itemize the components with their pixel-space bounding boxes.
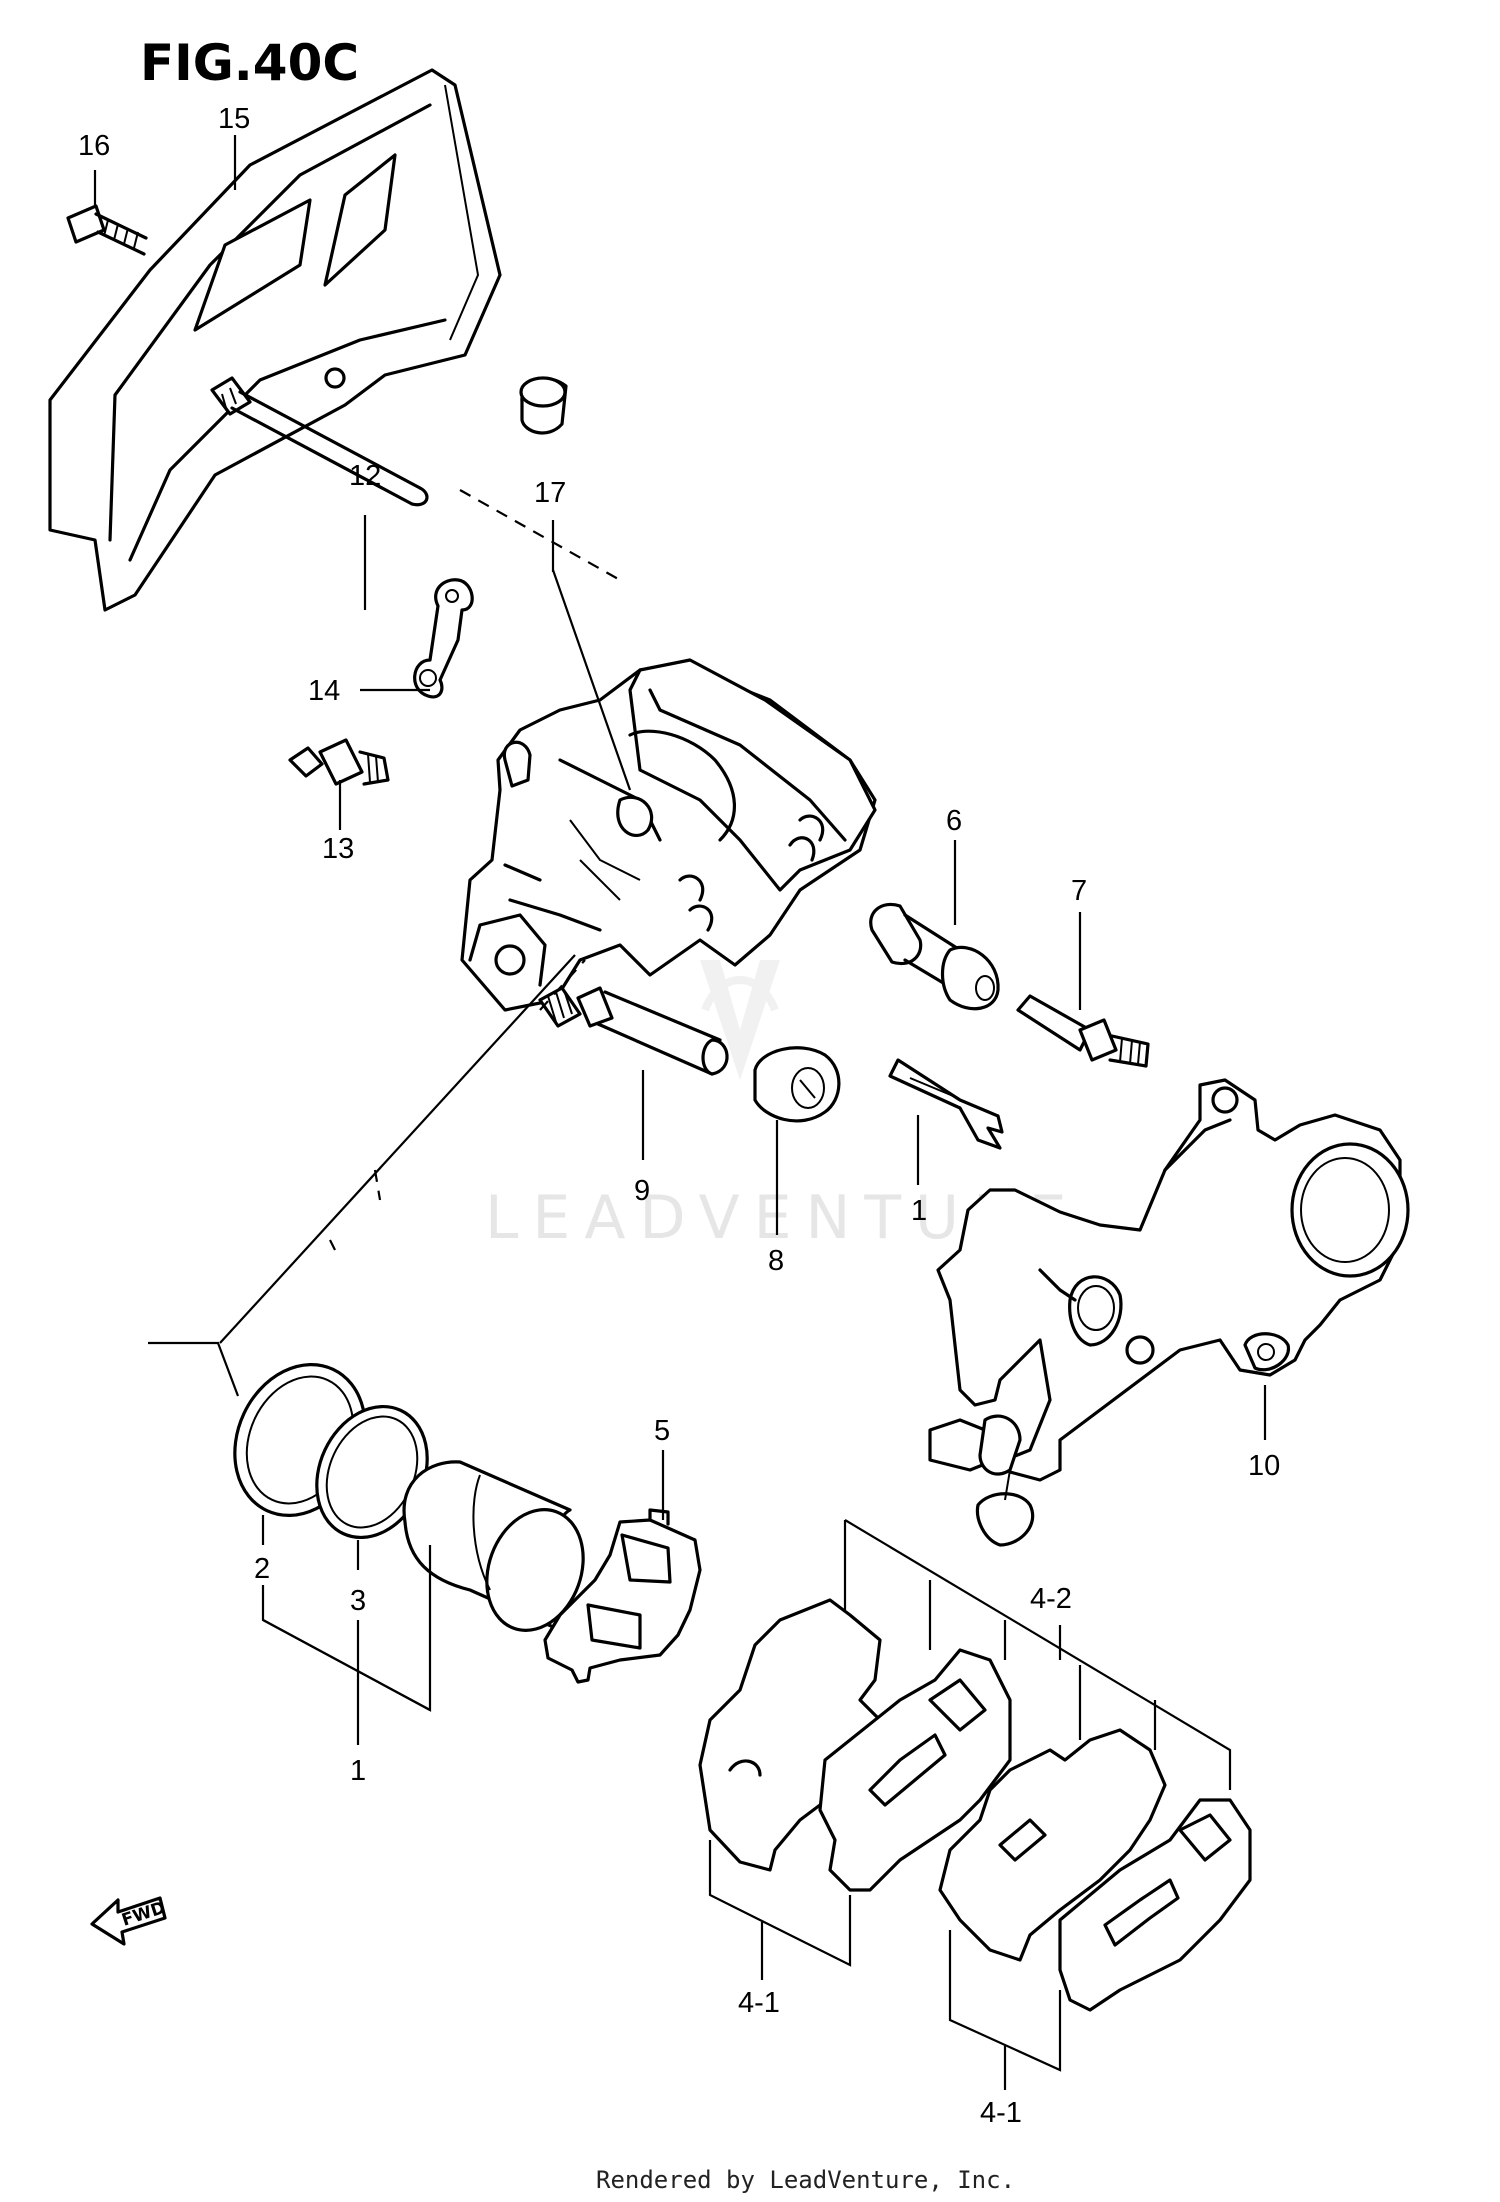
- callout-1-lower: 1: [350, 1755, 366, 1787]
- callout-14: 14: [308, 675, 340, 707]
- callout-4-1-right: 4-1: [980, 2097, 1022, 2129]
- leader-lines: [93, 135, 1267, 2090]
- part-12-pad-pin: [210, 376, 429, 507]
- callout-12: 12: [349, 460, 381, 492]
- part-5-pad-shim: [543, 1508, 702, 1684]
- callout-9: 9: [634, 1175, 650, 1207]
- part-16-bolt: [66, 204, 148, 256]
- assembly-dashed-lines: [329, 489, 621, 1251]
- part-4-1-brake-pad: [938, 1728, 1252, 2012]
- callout-1-upper: 1: [911, 1195, 927, 1227]
- part-caliper-bracket: [928, 1078, 1410, 1547]
- callout-6: 6: [946, 805, 962, 837]
- callout-4-1-left: 4-1: [738, 1987, 780, 2019]
- figure-title: FIG.40C: [140, 34, 359, 92]
- callout-5: 5: [654, 1415, 670, 1447]
- callout-17: 17: [534, 477, 566, 509]
- part-4-2-brake-pad: [698, 1598, 1012, 1892]
- callout-13: 13: [322, 833, 354, 865]
- callout-7: 7: [1071, 875, 1087, 907]
- part-9-slide-pin: [538, 986, 729, 1076]
- part-6-bushing: [869, 902, 1000, 1011]
- callout-8: 8: [768, 1245, 784, 1277]
- watermark-logo-icon: [700, 960, 780, 1080]
- fwd-arrow-icon: FWD: [90, 1896, 168, 1946]
- callout-2: 2: [254, 1553, 270, 1585]
- callout-3: 3: [350, 1585, 366, 1617]
- part-1-clip: [888, 1058, 1004, 1150]
- part-8-boot: [753, 1046, 841, 1123]
- part-piston: [402, 1460, 585, 1632]
- callout-4-2: 4-2: [1030, 1583, 1072, 1615]
- part-13-bleeder-screw: [288, 738, 390, 786]
- part-7-caliper-bolt: [1016, 994, 1150, 1068]
- part-caliper-body: [460, 658, 877, 1012]
- part-15-caliper-guard: [48, 68, 502, 612]
- part-17-cap: [519, 376, 568, 435]
- callout-16: 16: [78, 130, 110, 162]
- footer-credit: Rendered by LeadVenture, Inc.: [596, 2166, 1015, 2194]
- callout-labels: 16 15 12 17 14 13 6 7 9 8 1 10 5 2 3 1 4…: [78, 103, 1280, 2129]
- callout-15: 15: [218, 103, 250, 135]
- callout-10: 10: [1248, 1450, 1280, 1482]
- part-14-pad-spring-plate: [413, 578, 474, 699]
